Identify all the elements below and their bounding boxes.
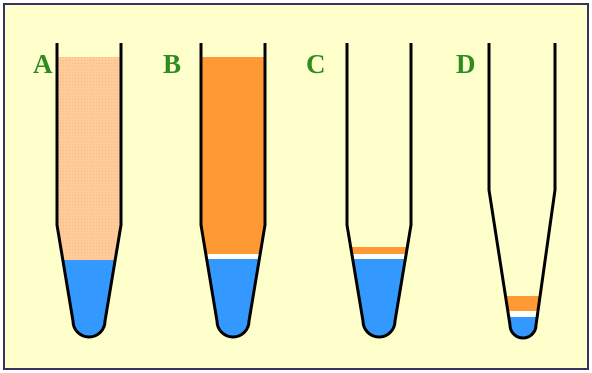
tube-b-orange-phase [201, 57, 265, 254]
tube-a-label: A [33, 49, 53, 79]
tube-a-outline [55, 43, 123, 339]
tube-b-label: B [163, 49, 181, 79]
tube-b-interface [201, 254, 265, 259]
tube-d-outline [487, 43, 557, 340]
tube-b-outline [199, 43, 267, 339]
tube-c-interface [347, 254, 411, 259]
tube-a-light-orange-phase [57, 57, 121, 260]
tube-c-orange-band [347, 247, 411, 254]
tube-c-label: C [306, 49, 326, 79]
tube-d-interface [489, 311, 555, 317]
tube-c-outline [345, 43, 413, 339]
tube-d-label: D [456, 49, 476, 79]
